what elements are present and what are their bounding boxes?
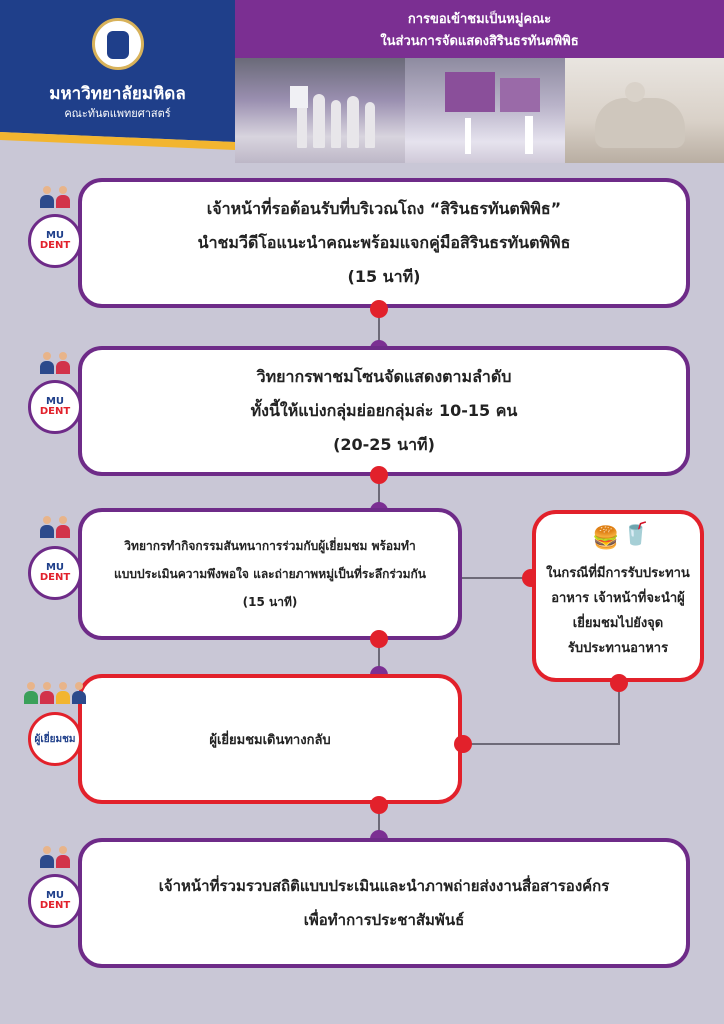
visitors-icon (24, 682, 86, 704)
staff-icon (40, 846, 70, 868)
meal-note-box: ในกรณีที่มีการรับประทาน อาหาร เจ้าหน้าที… (532, 510, 704, 682)
step-3-box: วิทยากรทำกิจกรรมสันทนาการร่วมกับผู้เยี่ย… (78, 508, 462, 640)
mudent-badge: MU DENT (28, 380, 82, 434)
meal-note-line2: อาหาร เจ้าหน้าที่จะนำผู้ (551, 591, 685, 606)
connector-dot-red (454, 735, 472, 753)
staff-icon (40, 186, 70, 208)
step-1-box: เจ้าหน้าที่รอต้อนรับที่บริเวณโถง “สิรินธ… (78, 178, 690, 308)
university-name: มหาวิทยาลัยมหิดล (49, 84, 186, 104)
step-2-box: วิทยากรพาชมโซนจัดแสดงตามลำดับ ทั้งนี้ให้… (78, 346, 690, 476)
step-1-line3: (15 นาที) (347, 267, 421, 286)
faculty-name: คณะทันตแพทยศาสตร์ (64, 107, 171, 120)
step-3-line1: วิทยากรทำกิจกรรมสันทนาการร่วมกับผู้เยี่ย… (124, 539, 416, 553)
step-3-line3: (15 นาที) (242, 595, 298, 609)
page-title-line2: ในส่วนการจัดแสดงสิรินธรทันตพิพิธ (380, 34, 579, 49)
step-2-line1: วิทยากรพาชมโซนจัดแสดงตามลำดับ (256, 367, 512, 386)
staff-icon (40, 516, 70, 538)
title-banner: การขอเข้าชมเป็นหมู่คณะ ในส่วนการจัดแสดงส… (235, 0, 724, 58)
step-4-box: ผู้เยี่ยมชมเดินทางกลับ (78, 674, 462, 804)
step-1-line1: เจ้าหน้าที่รอต้อนรับที่บริเวณโถง “สิรินธ… (206, 199, 562, 218)
page-title-line1: การขอเข้าชมเป็นหมู่คณะ (407, 12, 552, 27)
meal-note-line4: รับประทานอาหาร (567, 641, 669, 656)
step-5-box: เจ้าหน้าที่รวมรวบสถิติแบบประเมินและนำภาพ… (78, 838, 690, 968)
museum-photo-strip (235, 58, 724, 163)
mudent-badge: MU DENT (28, 546, 82, 600)
connector-dot-red (370, 466, 388, 484)
step-3-line2: แบบประเมินความพึงพอใจ และถ่ายภาพหมู่เป็น… (114, 567, 426, 581)
connector-dot-red (370, 796, 388, 814)
connector-dot-red (370, 300, 388, 318)
visitor-badge: ผู้เยี่ยมชม (28, 712, 82, 766)
step-5-line2: เพื่อทำการประชาสัมพันธ์ (303, 911, 465, 929)
connector-dot-red (610, 674, 628, 692)
meal-note-line3: เยี่ยมชมไปยังจุด (572, 616, 664, 631)
soft-drink-icon: 🥤 (622, 522, 650, 547)
museum-photo-gallery (405, 58, 565, 163)
step-1-line2: นำชมวีดีโอแนะนำคณะพร้อมแจกคู่มือสิรินธรท… (197, 233, 571, 252)
step-2-line3: (20-25 นาที) (333, 435, 435, 454)
mudent-badge: MU DENT (28, 874, 82, 928)
side-connector-return (462, 743, 620, 745)
header-accent-stripe (0, 132, 235, 162)
meal-note-line1: ในกรณีที่มีการรับประทาน (546, 566, 690, 581)
side-connector (462, 577, 532, 579)
burger-icon: 🍔 (592, 526, 620, 551)
staff-icon (40, 352, 70, 374)
step-5-line1: เจ้าหน้าที่รวมรวบสถิติแบบประเมินและนำภาพ… (158, 877, 610, 895)
step-2-line2: ทั้งนี้ให้แบ่งกลุ่มย่อยกลุ่มล่ะ 10-15 คน (250, 401, 518, 420)
museum-photo-sculpture (565, 58, 724, 163)
university-logo (92, 18, 144, 70)
connector-dot-red (370, 630, 388, 648)
step-4-text: ผู้เยี่ยมชมเดินทางกลับ (209, 732, 331, 748)
side-connector-down (618, 680, 620, 744)
mudent-badge: MU DENT (28, 214, 82, 268)
museum-photo-hall (235, 58, 405, 163)
